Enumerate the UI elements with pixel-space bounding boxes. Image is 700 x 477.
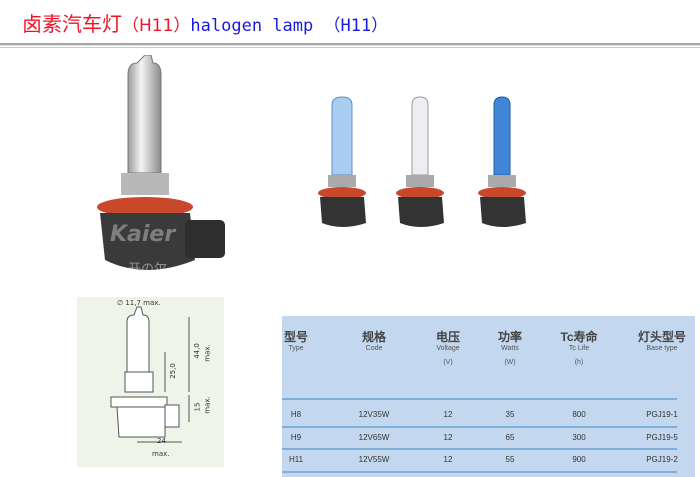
width-label: 24 <box>157 437 166 445</box>
base-height-label: 15 <box>193 402 202 412</box>
table-cell: 65 <box>505 433 515 442</box>
header-cn: 电压 <box>435 330 461 344</box>
table-cell: 12 <box>443 455 453 464</box>
header-en: Voltage <box>436 345 460 352</box>
h11-lamp-image <box>97 55 225 270</box>
table-cell: H11 <box>288 455 304 464</box>
row-divider <box>282 471 677 473</box>
watermark-cn: 开の尔 <box>128 262 168 277</box>
table-cell: PGJ19-1 <box>646 410 678 419</box>
header-en: Type <box>288 345 304 352</box>
width-unit: max. <box>152 450 170 458</box>
header-cn: 功率 <box>497 330 523 344</box>
h11-lamp-blue-image <box>478 96 526 227</box>
header-cn: 规格 <box>361 330 387 344</box>
height-total-unit: max. <box>203 344 212 362</box>
table-cell: 12V35W <box>358 410 390 419</box>
table-cell: 800 <box>572 410 586 419</box>
table-cell: 35 <box>505 410 515 419</box>
row-divider <box>282 448 677 450</box>
table-cell: H9 <box>290 433 302 442</box>
table-cell: H8 <box>290 410 302 419</box>
header-unit: (h) <box>574 359 584 366</box>
title-en: halogen lamp （H11） <box>190 16 389 36</box>
title-cn-paren: （H11） <box>122 16 191 36</box>
table-cell: 12V55W <box>358 455 390 464</box>
base-height-unit: max. <box>203 396 212 414</box>
table-cell: 900 <box>572 455 586 464</box>
divider <box>0 47 700 48</box>
title-cn: 卤素汽车灯 <box>22 12 122 36</box>
watermark-brand: Kaier <box>110 222 176 247</box>
table-cell: 55 <box>505 455 515 464</box>
header-en: Code <box>365 345 383 352</box>
height-total-label: 44,0 <box>192 343 201 359</box>
table-cell: 12 <box>443 433 453 442</box>
header-cn: Tc寿命 <box>560 330 598 344</box>
header-cn: 灯头型号 <box>637 330 687 344</box>
table-cell: 12 <box>443 410 453 419</box>
filament-height-label: 25,0 <box>168 363 177 379</box>
header-unit: (V) <box>443 359 453 366</box>
diameter-label: ∅ 11,7 max. <box>117 299 161 307</box>
row-divider <box>282 398 677 400</box>
table-cell: 300 <box>572 433 586 442</box>
page-title: 卤素汽车灯（H11）halogen lamp （H11） <box>22 8 388 37</box>
table-cell: 12V65W <box>358 433 390 442</box>
h9-lamp-image <box>396 96 444 227</box>
divider <box>0 43 700 46</box>
dimension-diagram: ∅ 11,7 max. 44,0 max. 25,0 15 max. 24 ma… <box>77 297 224 467</box>
header-en: Tc Life <box>568 345 590 352</box>
header-unit: (W) <box>504 359 516 366</box>
h8-lamp-image <box>318 96 366 227</box>
header-en: Watts <box>501 345 519 352</box>
header-en: Base type <box>646 345 678 352</box>
table-cell: PGJ19-5 <box>646 433 678 442</box>
table-cell: PGJ19-2 <box>646 455 678 464</box>
row-divider <box>282 426 677 428</box>
header-cn: 型号 <box>283 330 309 344</box>
